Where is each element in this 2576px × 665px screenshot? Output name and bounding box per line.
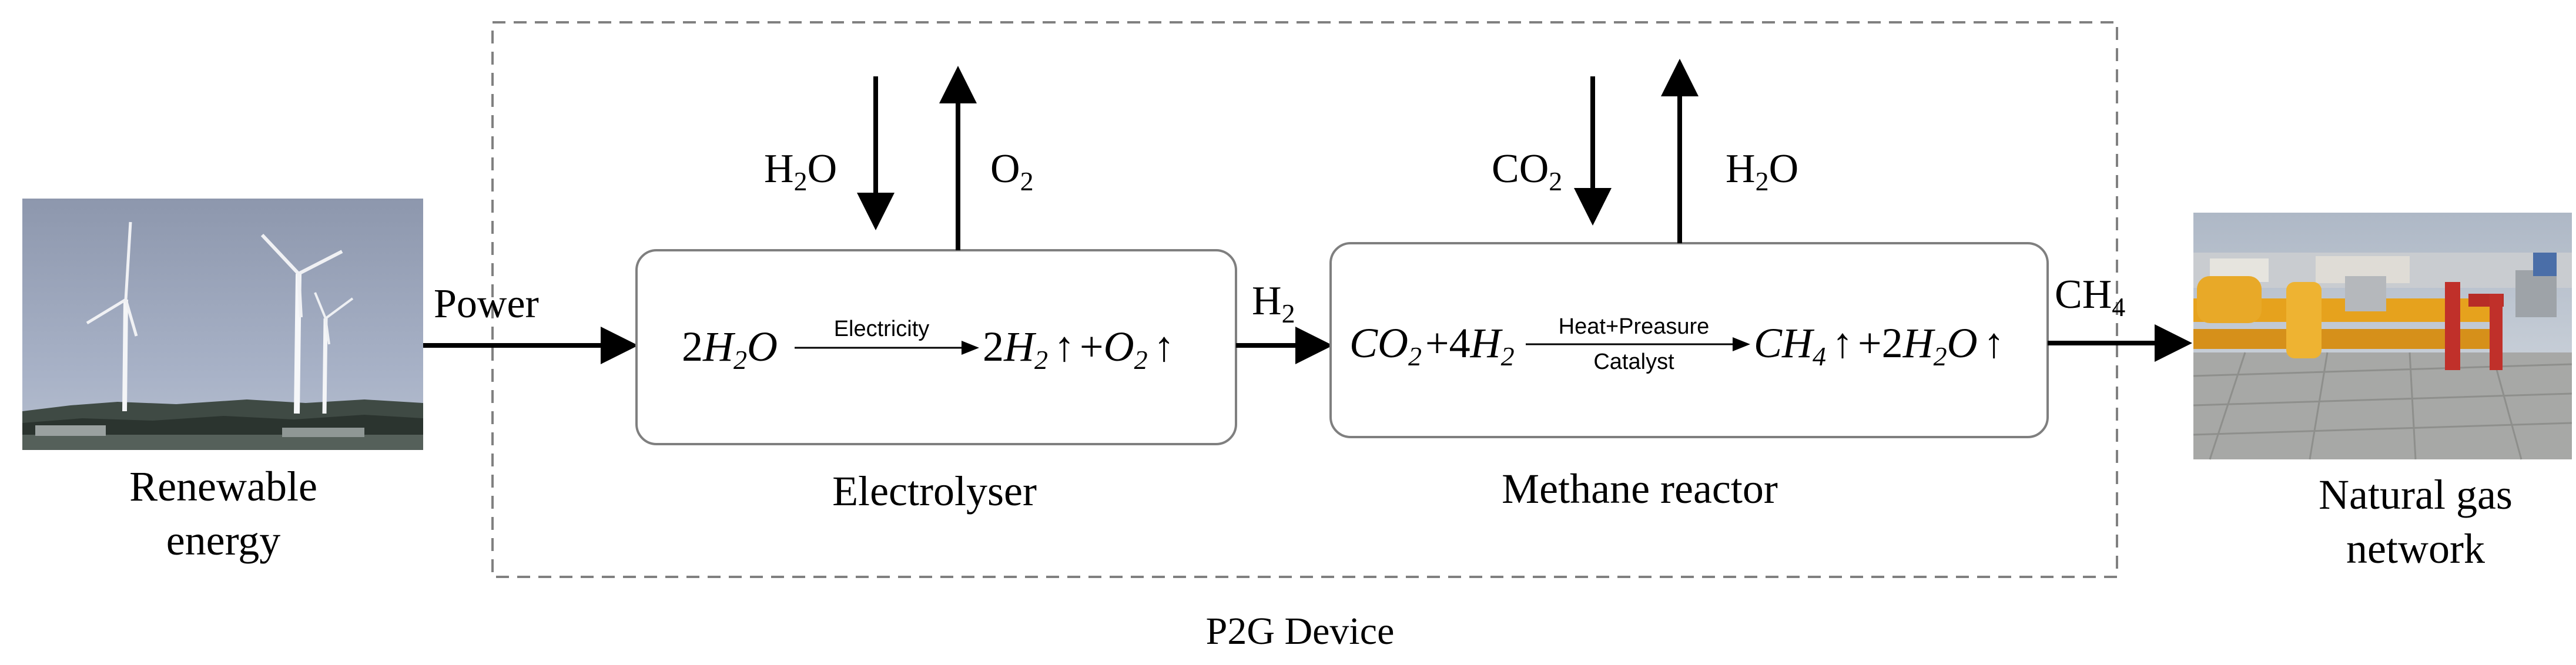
h2-label: H2 bbox=[1252, 278, 1295, 328]
source-label-line2: energy bbox=[166, 517, 281, 564]
source-label-line1: Renewable bbox=[129, 463, 317, 510]
sink-label-line1: Natural gas bbox=[2319, 471, 2513, 518]
electrolyser-condition: Electricity bbox=[834, 317, 930, 341]
reactor-label: Methane reactor bbox=[1502, 465, 1778, 512]
ch4-label: CH4 bbox=[2055, 272, 2125, 322]
device-label: P2G Device bbox=[1206, 610, 1395, 653]
reactor-reactants: CO2+4H2 bbox=[1349, 320, 1515, 371]
reactor-output-label: H2O bbox=[1726, 146, 1798, 196]
electrolyser-label: Electrolyser bbox=[832, 468, 1037, 515]
power-label: Power bbox=[434, 281, 539, 327]
electrolyser-output-label: O2 bbox=[990, 146, 1034, 196]
gas-station-photo bbox=[2193, 213, 2572, 460]
electrolyser-input-label: H2O bbox=[764, 146, 837, 196]
reactor-box bbox=[1329, 242, 2049, 438]
reactor-condition-top: Heat+Preasure bbox=[1559, 314, 1710, 339]
sink-label-line2: network bbox=[2346, 525, 2485, 572]
p2g-device-boundary bbox=[491, 21, 2118, 578]
reactor-products: CH4↑+2H2O↑ bbox=[1754, 320, 2005, 371]
wind-turbines-photo bbox=[22, 199, 423, 450]
reactor-condition-bottom: Catalyst bbox=[1593, 350, 1674, 374]
electrolyser-reactant: 2H2O bbox=[682, 323, 778, 375]
reactor-input-label: CO2 bbox=[1492, 146, 1562, 196]
electrolyser-products: 2H2↑+O2↑ bbox=[983, 323, 1175, 375]
